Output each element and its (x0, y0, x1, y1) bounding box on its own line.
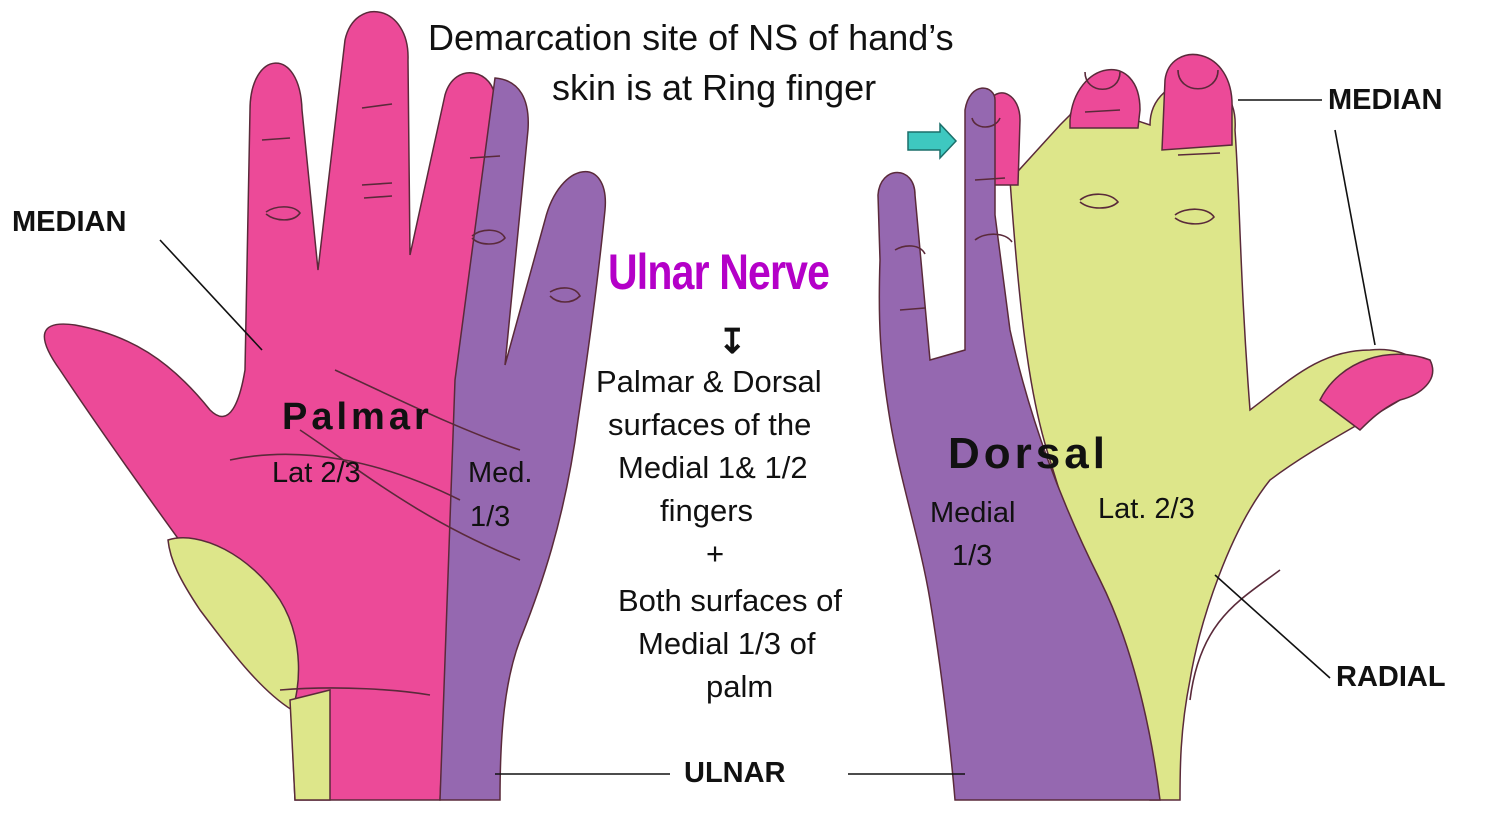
center-desc-line-8: palm (706, 670, 773, 704)
median-label-left: MEDIAN (12, 207, 126, 239)
center-desc-line-7: Medial 1/3 of (638, 627, 816, 661)
ulnar-label: ULNAR (684, 758, 786, 790)
ring-finger-arrow-icon (908, 124, 956, 158)
center-desc-line-6: Both surfaces of (618, 584, 842, 618)
dorsal-median-tip-index (1070, 70, 1140, 128)
dorsal-lat-label: Lat. 2/3 (1098, 494, 1195, 526)
radial-label: RADIAL (1336, 662, 1446, 694)
median-label-right: MEDIAN (1328, 85, 1442, 117)
palmar-med-label-2: 1/3 (470, 502, 510, 534)
center-desc-line-2: surfaces of the (608, 408, 811, 442)
center-desc-line-5: + (706, 537, 724, 571)
palmar-wrist-radial (290, 690, 330, 800)
palmar-lat-label: Lat 2/3 (272, 458, 361, 490)
center-desc-line-3: Medial 1& 1/2 (618, 451, 808, 485)
dorsal-surface-label: Dorsal (948, 430, 1109, 478)
leader-median-thumb (1335, 130, 1375, 345)
dorsal-medial-label-2: 1/3 (952, 541, 992, 573)
title-line-1: Demarcation site of NS of hand’s (428, 18, 954, 58)
palmar-med-label-1: Med. (468, 458, 532, 490)
down-arrow-icon: ↧ (718, 324, 747, 361)
dorsal-median-tip-middle (1162, 55, 1232, 150)
title-line-2: skin is at Ring finger (552, 68, 876, 108)
ulnar-nerve-heading: Ulnar Nerve (608, 245, 829, 300)
palmar-surface-label: Palmar (282, 397, 433, 439)
center-desc-line-1: Palmar & Dorsal (596, 365, 822, 399)
leader-radial (1215, 575, 1330, 678)
dorsal-medial-label-1: Medial (930, 498, 1015, 530)
center-desc-line-4: fingers (660, 494, 753, 528)
